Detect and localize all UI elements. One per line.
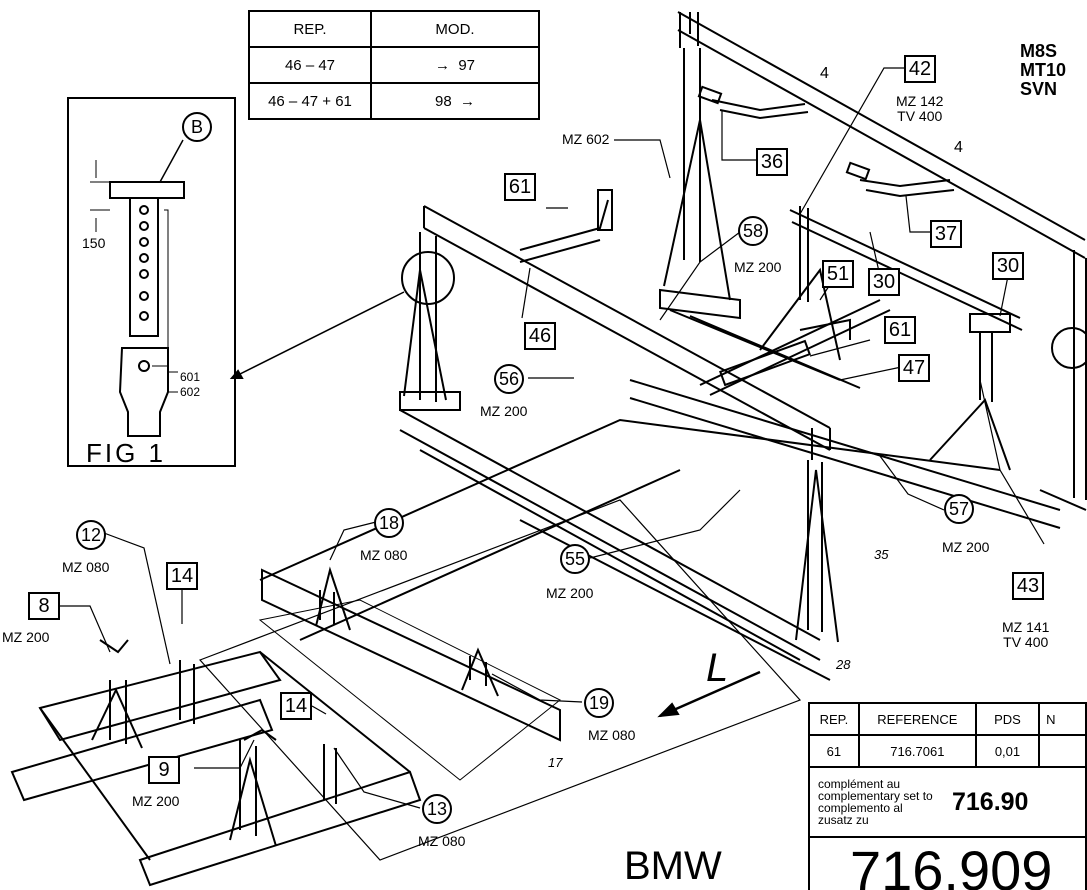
ref-table-header: PDS bbox=[974, 702, 1041, 736]
direction-label: L bbox=[706, 646, 729, 690]
part-circle-label: 58 bbox=[738, 216, 768, 246]
mod-table-rep-cell: 46 – 47 + 61 bbox=[248, 82, 372, 120]
model-code-label: MZ 602 bbox=[562, 131, 610, 147]
dimension-label: 4 bbox=[954, 139, 963, 156]
model-code-label: MZ 142 TV 400 bbox=[896, 93, 944, 124]
model-label: MT10 bbox=[1020, 60, 1067, 80]
part-circle-label: 56 bbox=[494, 364, 524, 394]
big-reference: 716.909 bbox=[808, 836, 1087, 890]
part-box-label: 42 bbox=[904, 55, 936, 83]
model-code-label: MZ 200 bbox=[942, 539, 990, 555]
modification-table: REP. MOD. 46 – 47 → 97 46 – 47 + 61 98 → bbox=[248, 10, 540, 120]
model-code-label: MZ 080 bbox=[62, 559, 110, 575]
ref-table-header: REP. bbox=[808, 702, 860, 736]
ref-table-header: REFERENCE bbox=[857, 702, 977, 736]
ref-table-cell bbox=[1038, 734, 1087, 768]
part-circle-label: 19 bbox=[584, 688, 614, 718]
part-circle-label: 12 bbox=[76, 520, 106, 550]
arrow-right-icon: → bbox=[451, 92, 476, 110]
reference-table: REP. REFERENCE PDS N 61 716.7061 0,01 co… bbox=[808, 702, 1087, 890]
dimension-label: 35 bbox=[874, 547, 889, 562]
model-label: M8S bbox=[1020, 41, 1058, 61]
part-box-label: 61 bbox=[504, 173, 536, 201]
detail-callout-b: B bbox=[182, 112, 212, 142]
part-box-label: 30 bbox=[992, 252, 1024, 280]
part-box-label: 8 bbox=[28, 592, 60, 620]
model-list: M8S MT10 SVN bbox=[1020, 42, 1066, 99]
model-code-label: MZ 080 bbox=[360, 547, 408, 563]
part-box-label: 37 bbox=[930, 220, 962, 248]
part-box-label: 30 bbox=[868, 268, 900, 296]
dimension-label: 150 bbox=[82, 235, 106, 251]
part-circle-label: 57 bbox=[944, 494, 974, 524]
complement-cell: complément au complementary set to compl… bbox=[808, 766, 1087, 838]
model-code-label: MZ 200 bbox=[546, 585, 594, 601]
part-box-label: 61 bbox=[884, 316, 916, 344]
ref-table-cell: 716.7061 bbox=[857, 734, 977, 768]
mod-table-mod-cell: → 97 bbox=[370, 46, 540, 84]
complement-reference: 716.90 bbox=[952, 787, 1029, 816]
model-code-label: MZ 080 bbox=[418, 833, 466, 849]
part-box-label: 14 bbox=[280, 692, 312, 720]
dimension-label: 4 bbox=[820, 65, 829, 82]
ref-table-cell: 61 bbox=[808, 734, 860, 768]
ref-table-cell: 0,01 bbox=[974, 734, 1041, 768]
mod-table-mod-cell: 98 → bbox=[370, 82, 540, 120]
model-code-label: MZ 200 bbox=[480, 403, 528, 419]
part-box-label: 47 bbox=[898, 354, 930, 382]
part-box-label: 9 bbox=[148, 756, 180, 784]
part-circle-label: 13 bbox=[422, 794, 452, 824]
mod-table-header-mod: MOD. bbox=[370, 10, 540, 48]
complement-text: complément au complementary set to compl… bbox=[818, 777, 933, 827]
fig1-frame bbox=[67, 97, 236, 467]
part-number-label: 601 bbox=[180, 370, 201, 384]
brand-label: BMW bbox=[624, 844, 722, 888]
part-box-label: 14 bbox=[166, 562, 198, 590]
arrow-right-icon: → bbox=[434, 56, 459, 74]
model-label: SVN bbox=[1020, 79, 1058, 99]
part-number-label: 602 bbox=[180, 385, 201, 399]
mod-table-header-rep: REP. bbox=[248, 10, 372, 48]
ref-table-header: N bbox=[1038, 702, 1087, 736]
dimension-label: 17 bbox=[548, 755, 563, 770]
part-box-label: 51 bbox=[822, 260, 854, 288]
part-box-label: 36 bbox=[756, 148, 788, 176]
part-circle-label: 18 bbox=[374, 508, 404, 538]
model-code-label: MZ 141 TV 400 bbox=[1002, 619, 1050, 650]
model-code-label: MZ 200 bbox=[2, 629, 50, 645]
dimension-label: 28 bbox=[836, 657, 851, 672]
figure-caption: FIG 1 bbox=[86, 438, 167, 468]
model-code-label: MZ 200 bbox=[734, 259, 782, 275]
part-box-label: 46 bbox=[524, 322, 556, 350]
part-box-label: 43 bbox=[1012, 572, 1044, 600]
model-code-label: MZ 200 bbox=[132, 793, 180, 809]
mod-table-rep-cell: 46 – 47 bbox=[248, 46, 372, 84]
part-circle-label: 55 bbox=[560, 544, 590, 574]
model-code-label: MZ 080 bbox=[588, 727, 636, 743]
